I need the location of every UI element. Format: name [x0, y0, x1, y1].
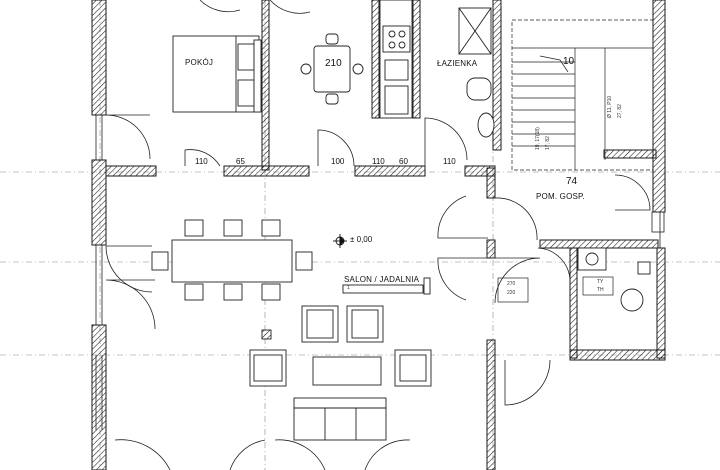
door-note: 270	[507, 281, 516, 287]
room-label-pom-gosp: POM. GOSP.	[536, 192, 585, 201]
wc-note: TY	[597, 279, 604, 285]
dining-set	[151, 219, 313, 301]
openings	[95, 115, 665, 430]
room-label-salon: SALON / JADALNIA	[344, 275, 420, 284]
stair-note: 27, 82	[617, 104, 623, 118]
room-number-box	[497, 276, 614, 303]
bed	[172, 35, 262, 113]
dimension-label: 65	[236, 157, 245, 166]
walls	[91, 0, 666, 470]
door-note: 220	[507, 290, 516, 296]
dimension-label: 100	[331, 157, 345, 166]
room-number-pom-gosp: 74	[566, 176, 578, 187]
room-number-stair: 10	[563, 56, 575, 67]
level-marker	[333, 234, 347, 248]
wc-note: TH	[597, 287, 604, 293]
stairs	[511, 19, 654, 171]
kitchen-furniture	[300, 0, 413, 119]
living-furniture	[249, 277, 432, 441]
dimension-label: 110	[372, 157, 385, 166]
room-label-lazienka: ŁAZIENKA	[437, 59, 478, 68]
level-mark-label: ± 0,00	[350, 235, 373, 244]
stair-note: 19, 17(18)	[535, 127, 541, 150]
dimension-label: 110	[195, 157, 208, 166]
stair-note: 17, 82	[545, 136, 551, 150]
room-label-pokoj: POKÓJ	[185, 58, 214, 67]
door-swings	[105, 0, 651, 470]
room-number-kitchen: 210	[325, 58, 342, 69]
room-index: 1	[347, 285, 350, 291]
bathroom-fixtures	[458, 7, 651, 312]
stair-note: Ø 11, P10	[607, 95, 613, 118]
dimension-label: 110	[443, 157, 456, 166]
dimension-label: 60	[399, 157, 408, 166]
